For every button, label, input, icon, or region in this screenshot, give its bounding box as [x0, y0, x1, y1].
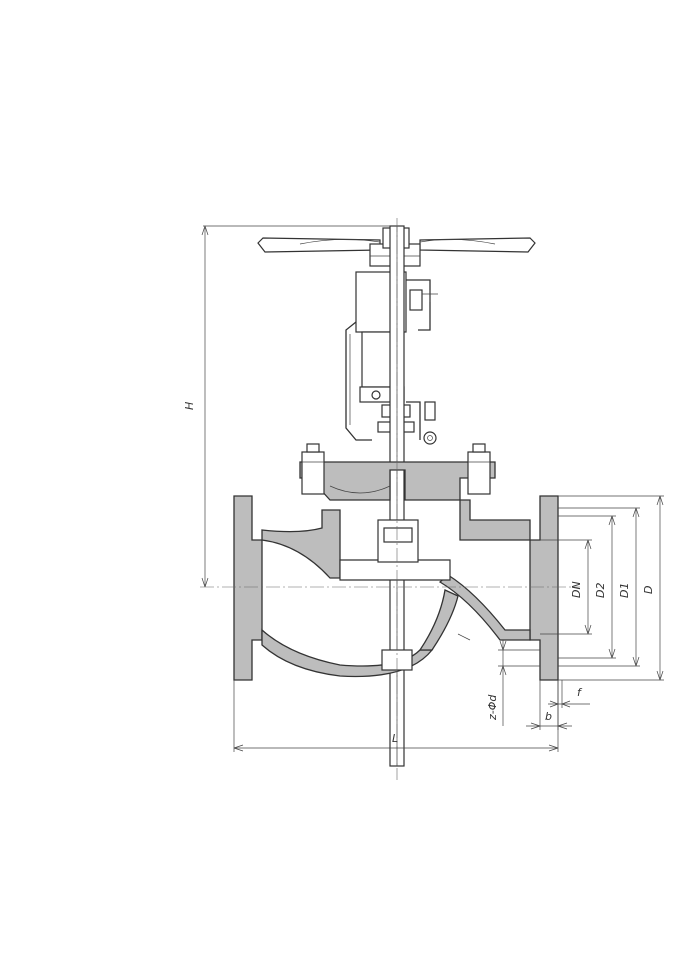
dimension-height: H — [183, 225, 390, 588]
height-label: H — [183, 402, 196, 410]
d-label: D — [642, 586, 655, 594]
face-height-label: f — [577, 686, 583, 699]
d2-label: D2 — [594, 583, 607, 598]
dimension-flange: b f — [526, 680, 590, 730]
valve-body — [233, 495, 559, 681]
bonnet — [299, 443, 496, 501]
d1-label: D1 — [618, 583, 631, 598]
dn-label: DN — [570, 581, 583, 598]
bolt-holes-label: z-Φd — [486, 694, 499, 721]
length-label: L — [392, 732, 398, 745]
dimension-diameters: DN D2 D1 D — [540, 495, 664, 681]
dimension-bolt-holes: z-Φd — [486, 640, 540, 726]
center-lines — [200, 218, 580, 780]
flange-thickness-label: b — [545, 710, 552, 723]
